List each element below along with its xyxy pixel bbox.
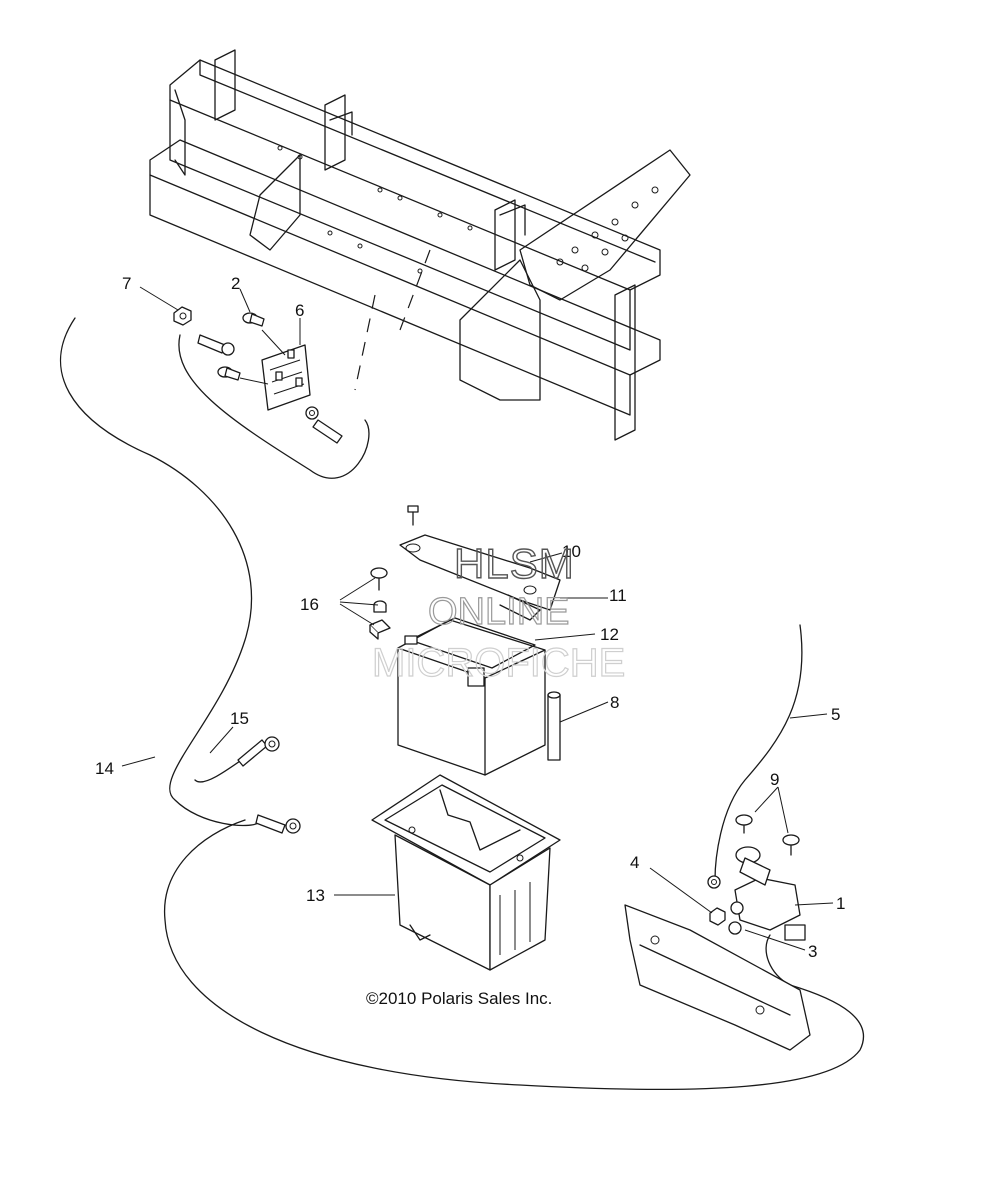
- callout-labels: 7 2 6 10 11 16 12 8 5 15 14 9 4 13 1 3: [95, 274, 845, 961]
- battery-hold-down: [399, 534, 561, 621]
- leader-lines: [121, 286, 834, 951]
- nut-7: [173, 306, 192, 326]
- copyright-text: ©2010 Polaris Sales Inc.: [366, 989, 552, 1008]
- callout-10: 10: [562, 542, 581, 561]
- cable-end-upper: [305, 406, 343, 444]
- callout-9: 9: [770, 770, 779, 789]
- watermark: HLSM ONLINE MICROFICHE: [371, 539, 626, 685]
- terminal-block: [261, 344, 311, 411]
- watermark-line-2: ONLINE: [428, 591, 569, 633]
- callout-14: 14: [95, 759, 114, 778]
- sleeve-8: [547, 691, 561, 761]
- callout-11: 11: [609, 586, 627, 605]
- callout-12: 12: [600, 625, 619, 644]
- vehicle-frame: [149, 49, 691, 441]
- screw-lower: [217, 366, 241, 381]
- nut-4: [709, 907, 726, 926]
- screw-3: [728, 921, 742, 935]
- callout-6: 6: [295, 301, 304, 320]
- watermark-line-1: HLSM: [454, 540, 575, 587]
- bolt-top: [407, 505, 419, 526]
- solenoid-bracket: [624, 904, 811, 1051]
- callout-4: 4: [630, 853, 639, 872]
- cable-5: [707, 624, 803, 889]
- solenoid: [730, 846, 806, 941]
- battery-box: [371, 774, 561, 971]
- battery: [397, 617, 546, 776]
- callout-15: 15: [230, 709, 249, 728]
- screw-2: [242, 312, 265, 327]
- cable-14: [59, 317, 865, 1091]
- callout-2: 2: [231, 274, 240, 293]
- cable-15: [194, 736, 280, 783]
- callout-1: 1: [836, 894, 845, 913]
- callout-13: 13: [306, 886, 325, 905]
- hardware-16: [369, 567, 391, 640]
- callout-7: 7: [122, 274, 131, 293]
- watermark-line-3: MICROFICHE: [372, 641, 625, 685]
- cable-14-end: [255, 814, 301, 834]
- callout-3: 3: [808, 942, 817, 961]
- callout-5: 5: [831, 705, 840, 724]
- callout-16: 16: [300, 595, 319, 614]
- callout-8: 8: [610, 693, 619, 712]
- screws-9: [735, 814, 800, 856]
